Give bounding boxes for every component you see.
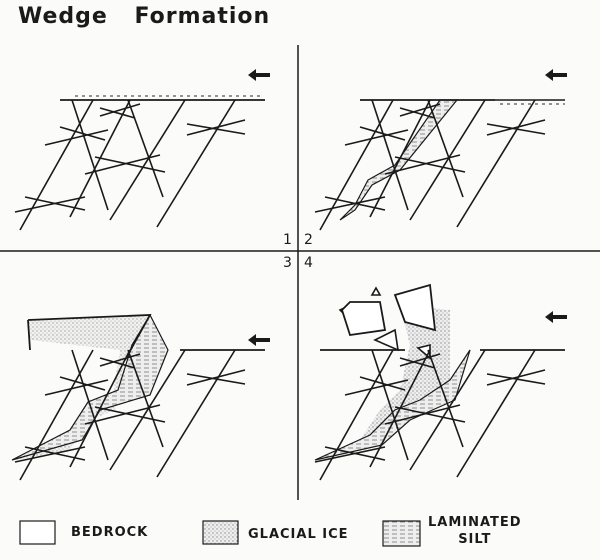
legend-swatch-glacial-ice xyxy=(202,520,239,545)
legend-swatch-laminated-silt xyxy=(382,520,421,547)
panel-number-4: 4 xyxy=(304,255,313,271)
panel-4-sketch xyxy=(314,283,567,481)
ice-flow-arrow-icon xyxy=(545,311,567,323)
legend-swatch-bedrock xyxy=(19,520,56,545)
panel-1-sketch xyxy=(14,69,270,231)
legend-label-bedrock: BEDROCK xyxy=(71,525,149,540)
panel-2-sketch xyxy=(314,69,567,231)
legend-label-laminated-silt-line1: LAMINATED xyxy=(428,515,522,530)
ice-flow-arrow-icon xyxy=(248,69,270,81)
legend-label-laminated-silt: LAMINATED SILT xyxy=(428,514,522,548)
panel-number-1: 1 xyxy=(283,232,292,248)
panel-number-2: 2 xyxy=(304,232,313,248)
legend-label-glacial-ice: GLACIAL ICE xyxy=(248,527,349,542)
panel-3-sketch xyxy=(11,313,270,481)
ice-flow-arrow-icon xyxy=(545,69,567,81)
legend-label-laminated-silt-line2: SILT xyxy=(458,532,492,547)
diagram-title: Wedge Formation xyxy=(18,4,271,29)
ice-flow-arrow-icon xyxy=(248,334,270,346)
panel-number-3: 3 xyxy=(283,255,292,271)
